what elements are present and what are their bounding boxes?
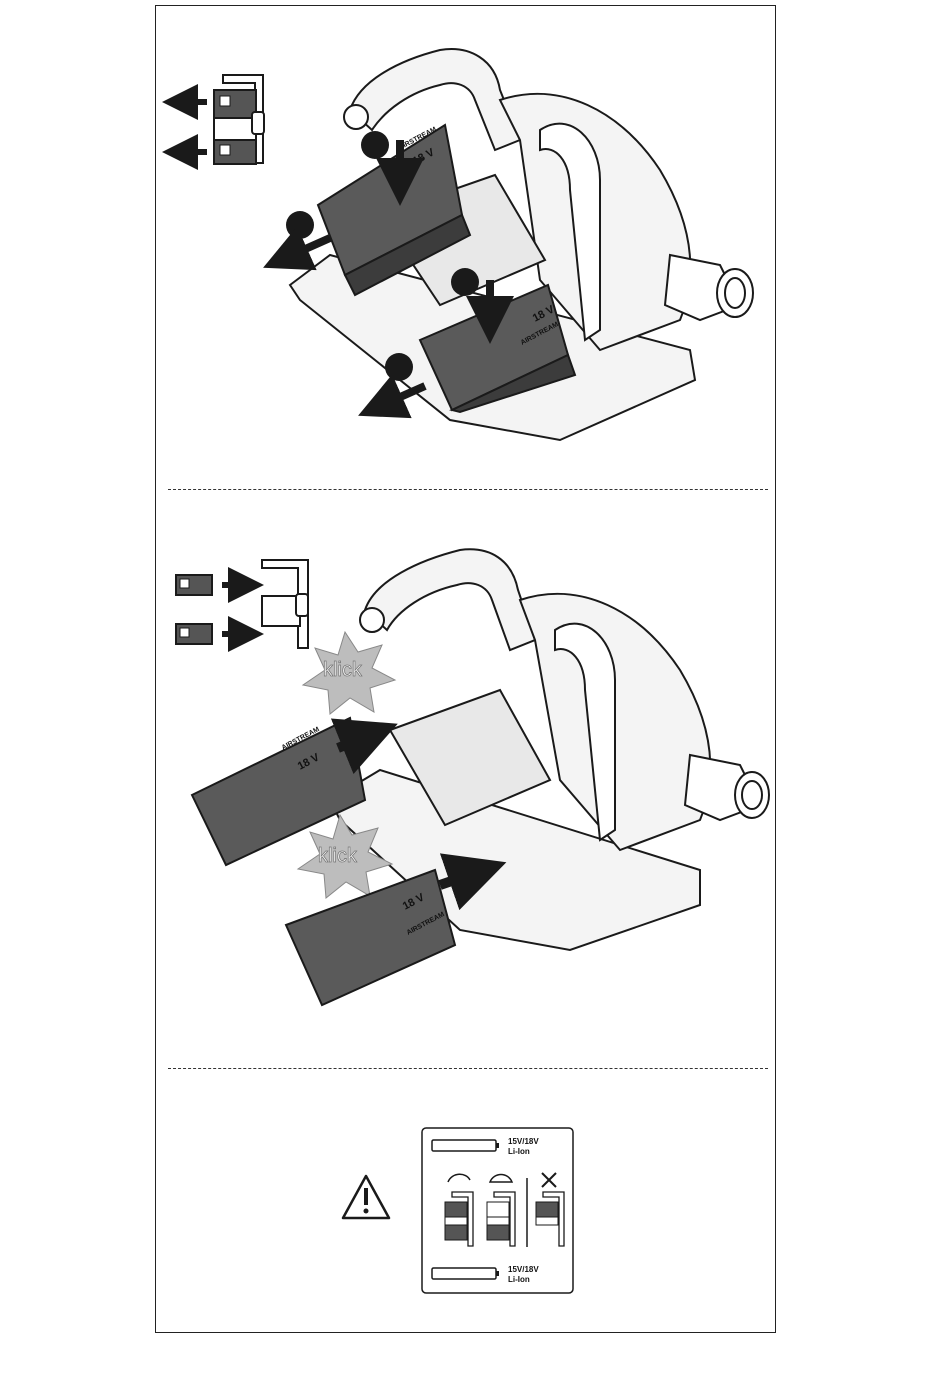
klick-label: klick [323, 659, 363, 681]
chemistry-label: Li-Ion [508, 1147, 530, 1156]
voltage-label: 15V/18V [508, 1265, 539, 1274]
step-marker-2 [286, 211, 314, 239]
arrow-left-icon [380, 386, 425, 406]
section-insert: klick klick 18 V AIRSTREAM 18 V AIRSTREA… [176, 549, 769, 1005]
battery-gauge-icon [432, 1140, 496, 1151]
chemistry-label: Li-Ion [508, 1275, 530, 1284]
step-marker-2 [385, 353, 413, 381]
step-marker-1 [451, 268, 479, 296]
step-marker-1 [361, 131, 389, 159]
insertion-schematic [176, 560, 308, 648]
removal-schematic [180, 75, 264, 164]
section-warning: 15V/18V Li-Ion [343, 1128, 573, 1293]
voltage-label: 15V/18V [508, 1137, 539, 1146]
section-remove: 18 V AIRSTREAM 18 V AIRSTREAM [180, 49, 753, 440]
klick-label: klick [318, 845, 358, 867]
warning-triangle-icon [343, 1176, 389, 1218]
battery-compatibility-label: 15V/18V Li-Ion [422, 1128, 573, 1293]
battery-bottom: 18 V AIRSTREAM [286, 870, 455, 1005]
arrow-left-icon [285, 238, 330, 258]
klick-burst-top: klick [303, 632, 395, 714]
battery-gauge-icon [432, 1268, 496, 1279]
